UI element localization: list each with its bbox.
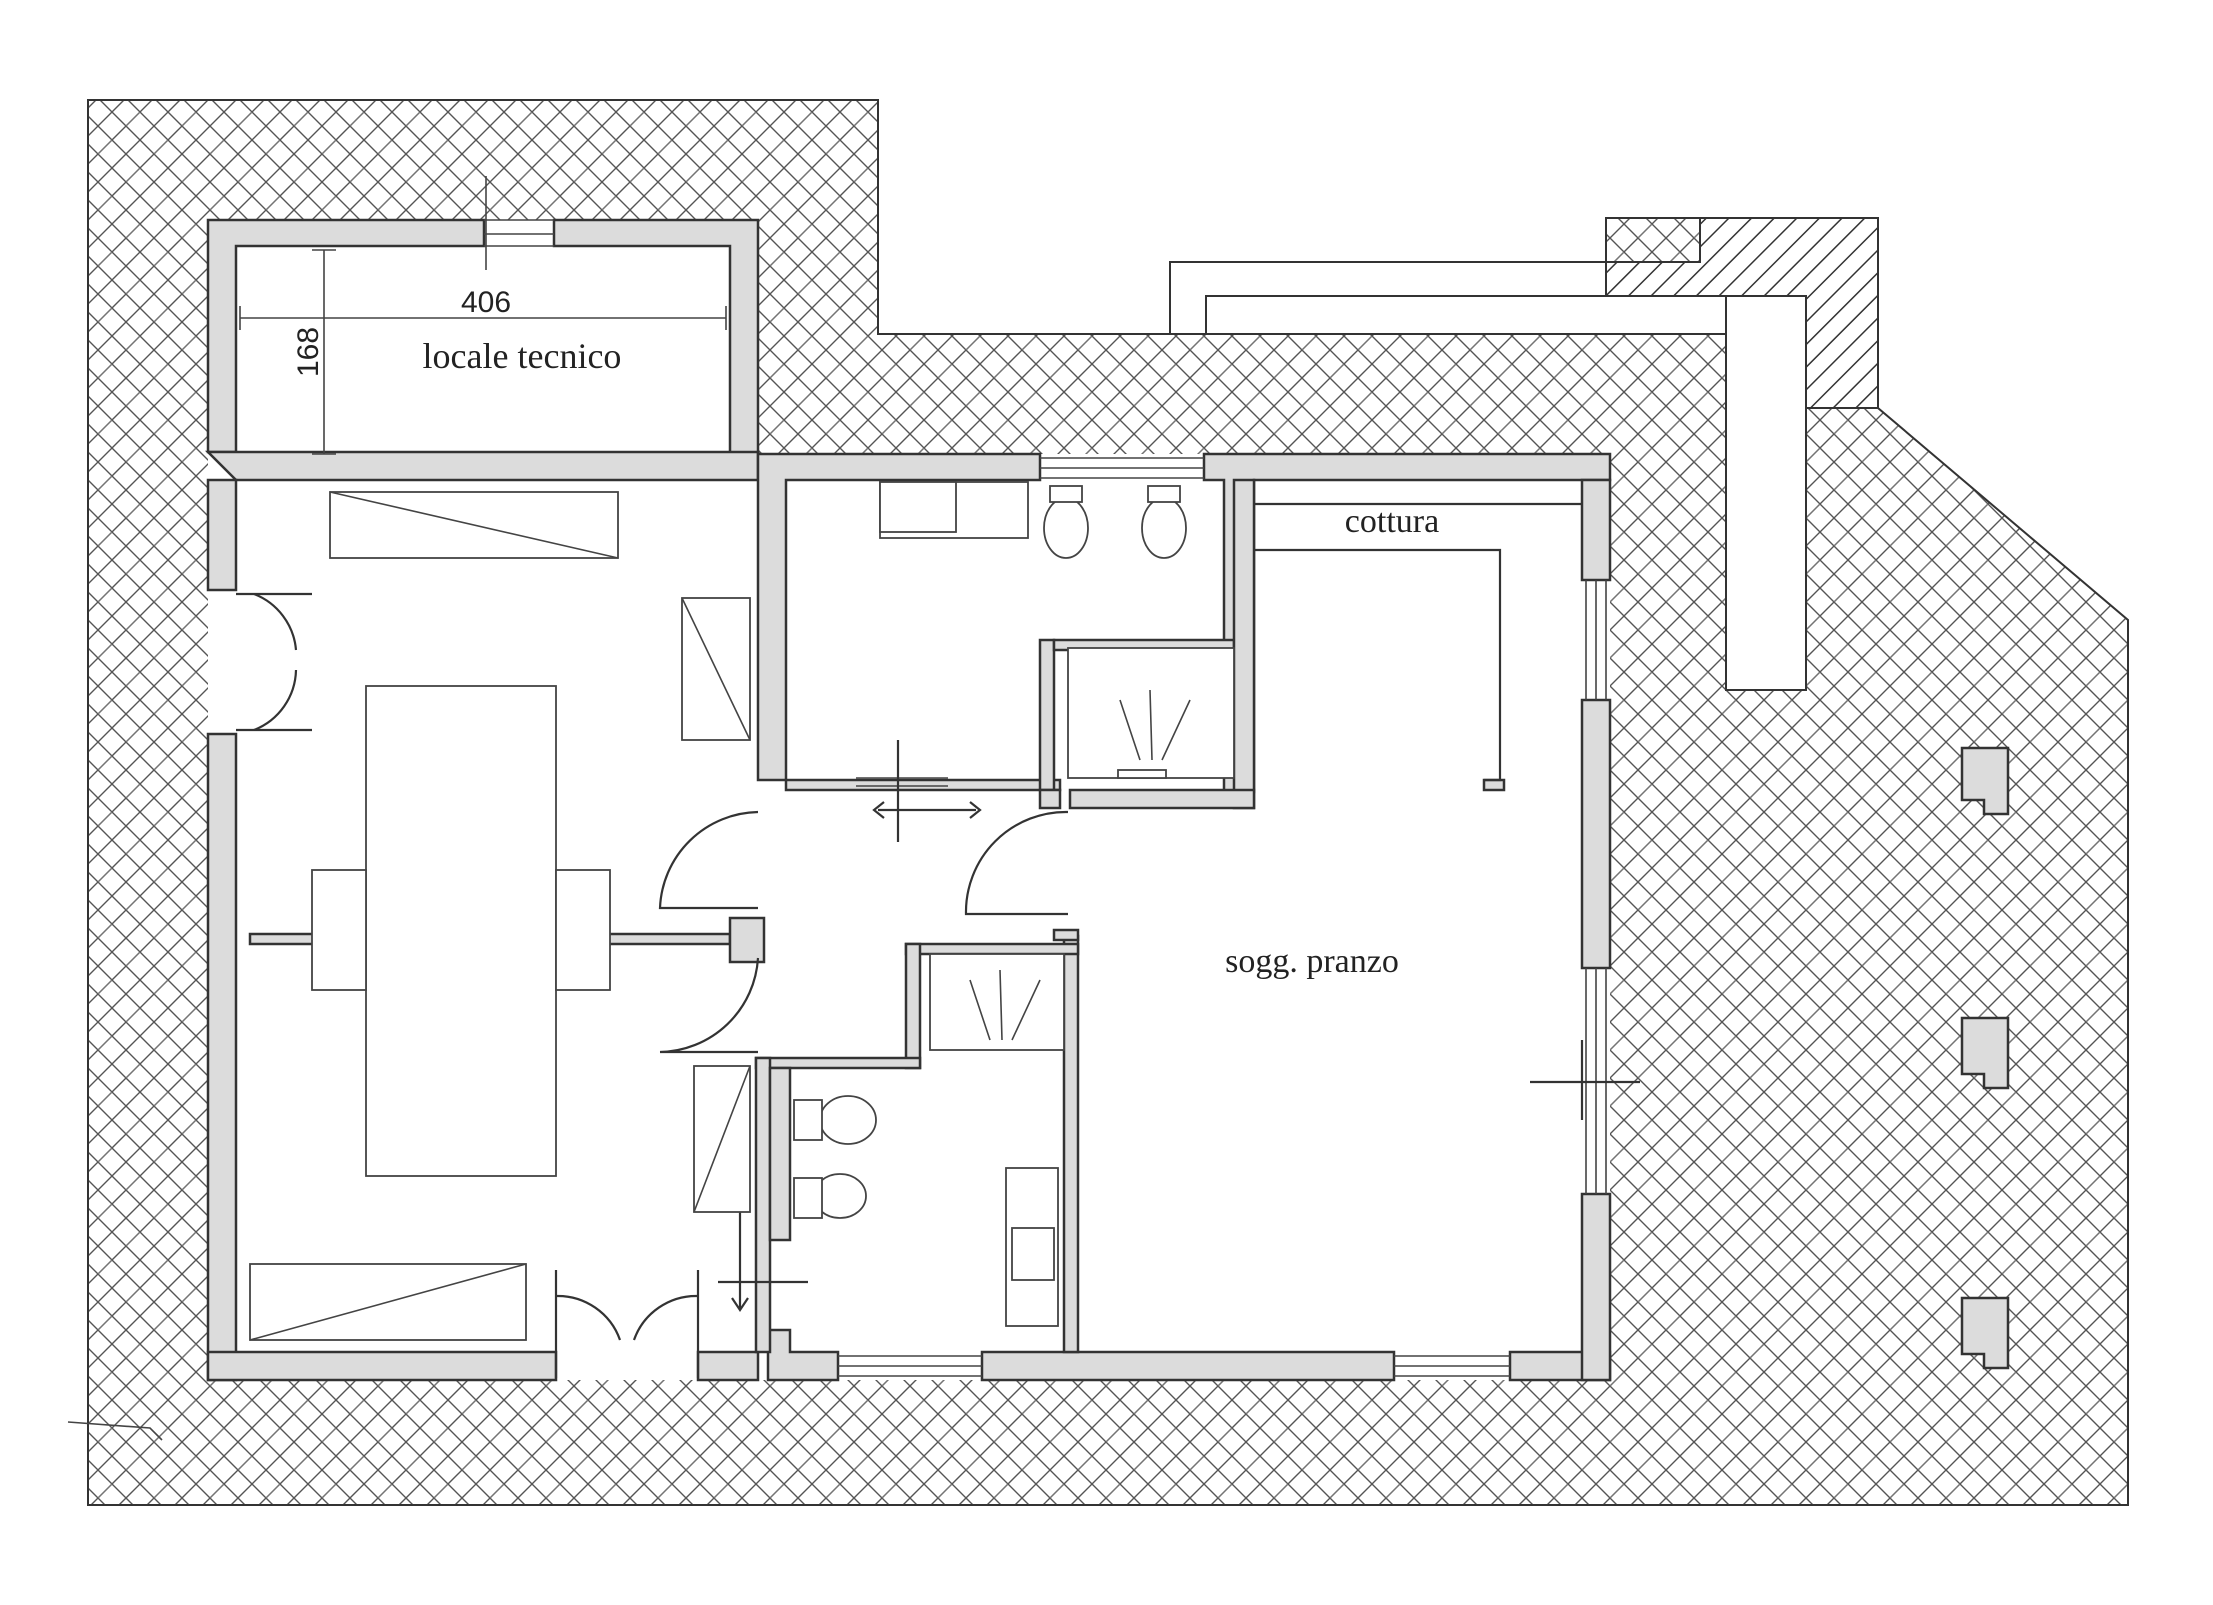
room-label-locale-tecnico: locale tecnico <box>423 336 622 376</box>
entrance-steps <box>1169 217 1879 691</box>
kitchen-counter <box>1254 502 1582 782</box>
interior-walls <box>248 478 1506 1354</box>
bathroom-fixtures <box>793 481 1235 1327</box>
depth-dimension: 168 <box>292 327 325 377</box>
pencil-mark <box>67 1421 163 1441</box>
terrace-pillars <box>1960 746 2010 1370</box>
dimension-lines <box>239 176 727 455</box>
furniture <box>249 491 751 1341</box>
width-dimension: 406 <box>461 286 511 319</box>
room-label-sogg-pranzo: sogg. pranzo <box>1225 943 1399 980</box>
room-label-cottura: cottura <box>1345 503 1439 540</box>
